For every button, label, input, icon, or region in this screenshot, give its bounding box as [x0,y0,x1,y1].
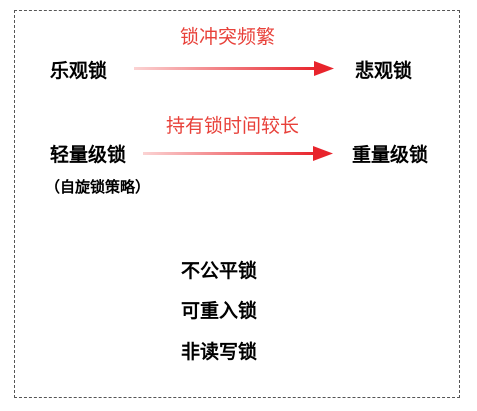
arrow-label-conflict: 锁冲突频繁 [180,26,276,48]
unfair-lock-label: 不公平锁 [181,260,258,282]
non-rw-lock-label: 非读写锁 [181,341,258,363]
diagram-frame [14,10,460,398]
arrow-lightweight-to-heavyweight [143,146,333,161]
reentrant-lock-label: 可重入锁 [181,300,258,322]
optimistic-lock-label: 乐观锁 [50,60,108,82]
heavyweight-lock-label: 重量级锁 [352,144,429,166]
lightweight-lock-label: 轻量级锁 [50,144,127,166]
pessimistic-lock-label: 悲观锁 [355,60,413,82]
arrow-optimistic-to-pessimistic [134,61,334,76]
spin-lock-strategy-note: （自旋锁策略） [45,178,151,196]
arrow-label-long-hold: 持有锁时间较长 [166,115,300,137]
